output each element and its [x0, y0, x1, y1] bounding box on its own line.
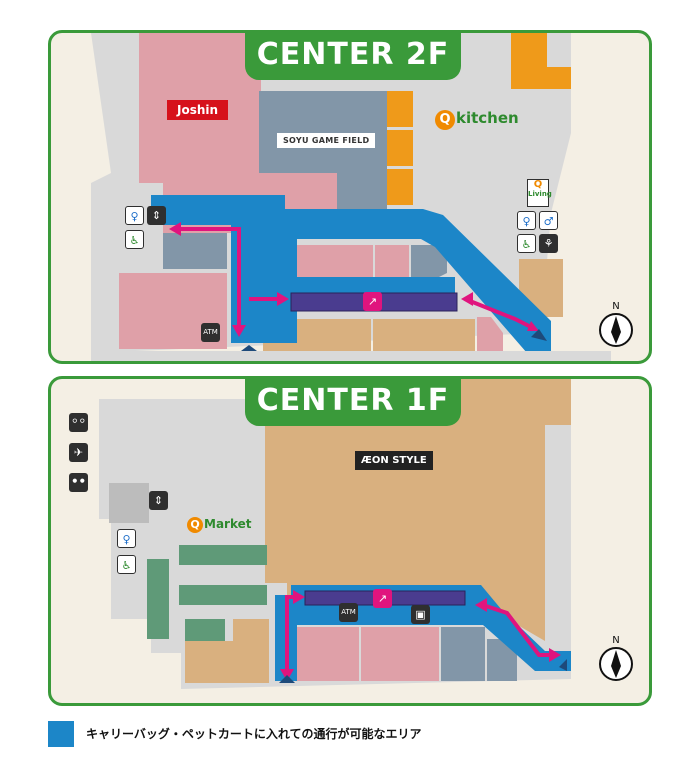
compass-icon: N	[599, 301, 633, 347]
escalator-icon[interactable]: ↗	[373, 589, 392, 608]
floor-title-2f: CENTER 2F	[245, 33, 461, 80]
compass-north-label: N	[612, 301, 619, 312]
legend-text: キャリーバッグ・ペットカートに入れての通行が可能なエリア	[86, 727, 422, 741]
restroom-icon[interactable]: ♀	[517, 211, 536, 230]
motorcycle-icon[interactable]: ⚫⚫	[69, 473, 88, 492]
legend-pet-route-swatch	[48, 721, 74, 747]
qs-living-name: Living	[528, 190, 552, 198]
wheelchair-icon[interactable]: ♿	[117, 555, 136, 574]
floor-1f-plan	[99, 379, 571, 689]
ostomate-icon[interactable]: ⚘	[539, 234, 558, 253]
qs-logo-icon: Q	[187, 517, 203, 533]
atm-icon[interactable]: ATM	[339, 603, 358, 622]
store-label-soyu-game-field[interactable]: SOYU GAME FIELD	[277, 133, 376, 148]
floor-title-1f: CENTER 1F	[245, 379, 461, 426]
pet-route-2f	[151, 195, 551, 353]
qs-kitchen-name: kitchen	[456, 109, 519, 127]
compass-icon: N	[599, 635, 633, 681]
bicycle-icon[interactable]: ⚪⚪	[69, 413, 88, 432]
elevator-icon[interactable]: ⇕	[147, 206, 166, 225]
qs-living-logo-icon: Q	[533, 179, 543, 190]
wheelchair-icon[interactable]: ♿	[517, 234, 536, 253]
scooter-icon[interactable]: ✈	[69, 443, 88, 462]
restroom-icon[interactable]: ♂	[539, 211, 558, 230]
restroom-icon[interactable]: ♀	[117, 529, 136, 548]
escalator-icon[interactable]: ↗	[363, 292, 382, 311]
store-label-aeon-style[interactable]: ÆON STYLE	[355, 451, 433, 470]
compass-north-label: N	[612, 635, 619, 646]
qs-market-name: Market	[204, 517, 252, 531]
wheelchair-icon[interactable]: ♿	[125, 230, 144, 249]
store-label-joshin[interactable]: Joshin	[167, 100, 229, 120]
atm-icon[interactable]: ATM	[201, 323, 220, 342]
qs-logo-icon: Q	[435, 110, 455, 130]
locker-icon[interactable]: ▣	[411, 605, 430, 624]
floor-2f-plan	[91, 33, 611, 361]
elevator-icon[interactable]: ⇕	[149, 491, 168, 510]
restroom-icon[interactable]: ♀	[125, 206, 144, 225]
store-joshin-area	[139, 33, 261, 233]
